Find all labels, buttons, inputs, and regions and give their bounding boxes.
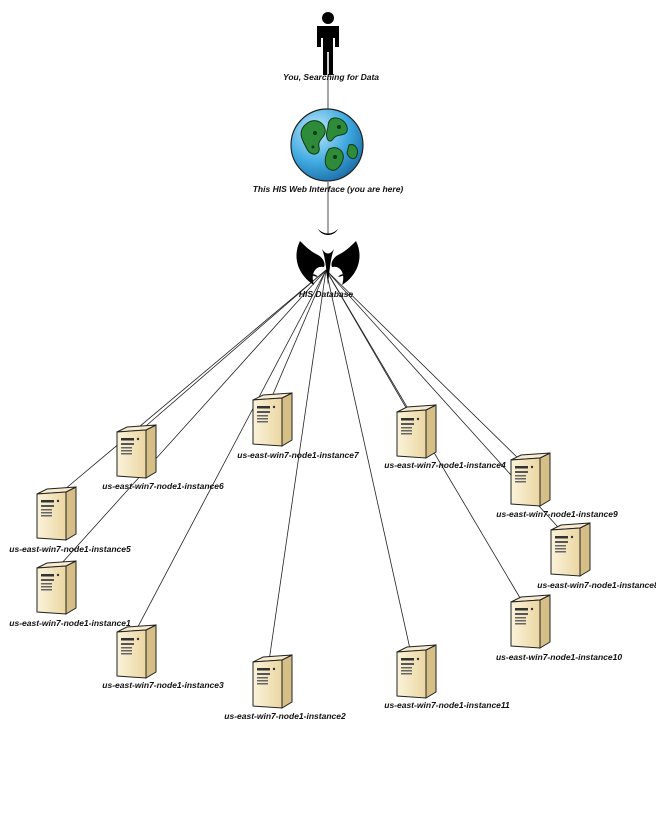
server-node-instance7[interactable]: us-east-win7-node1-instance7 <box>237 392 360 460</box>
server-icon <box>396 404 437 459</box>
server-node-instance9[interactable]: us-east-win7-node1-instance9 <box>496 452 618 519</box>
link-database-to-instance7 <box>267 269 327 407</box>
server-node-instance3[interactable]: us-east-win7-node1-instance3 <box>102 624 224 690</box>
server-node-instance1[interactable]: us-east-win7-node1-instance1 <box>9 560 131 628</box>
link-database-to-instance11 <box>325 269 413 659</box>
server-label: us-east-win7-node1-instance11 <box>384 700 510 710</box>
link-database-to-instance5 <box>51 269 327 501</box>
server-label: us-east-win7-node1-instance6 <box>102 481 224 491</box>
database-node[interactable]: HIS Database <box>296 229 360 299</box>
server-node-instance2[interactable]: us-east-win7-node1-instance2 <box>224 654 346 721</box>
server-icon <box>116 624 157 679</box>
server-icon <box>252 392 293 447</box>
person-icon <box>317 12 339 75</box>
link-database-to-instance2 <box>267 269 327 669</box>
server-label: us-east-win7-node1-instance3 <box>102 680 224 690</box>
link-database-to-instance6 <box>131 269 327 439</box>
server-icon <box>36 560 77 615</box>
server-node-instance6[interactable]: us-east-win7-node1-instance6 <box>102 424 224 491</box>
user-node[interactable]: You, Searching for Data <box>283 12 379 82</box>
server-node-instance11[interactable]: us-east-win7-node1-instance11 <box>384 644 510 710</box>
server-icon <box>116 424 157 479</box>
server-label: us-east-win7-node1-instance4 <box>384 460 506 470</box>
server-node-instance5[interactable]: us-east-win7-node1-instance5 <box>9 486 131 554</box>
server-label: us-east-win7-node1-instance5 <box>9 544 131 554</box>
server-node-instance10[interactable]: us-east-win7-node1-instance10 <box>496 594 622 662</box>
link-database-to-instance3 <box>131 269 327 639</box>
database-label: HIS Database <box>299 289 354 299</box>
server-icon <box>252 654 293 709</box>
server-label: us-east-win7-node1-instance10 <box>496 652 622 662</box>
link-database-to-instance9 <box>325 269 527 467</box>
web-interface-node[interactable]: This HIS Web Interface (you are here) <box>253 108 404 194</box>
server-label: us-east-win7-node1-instance2 <box>224 711 346 721</box>
web-interface-label: This HIS Web Interface (you are here) <box>253 184 404 194</box>
server-node-instance8[interactable]: us-east-win7-node1-instance8 <box>537 522 656 590</box>
server-label: us-east-win7-node1-instance8 <box>537 580 656 590</box>
server-icon <box>510 594 551 649</box>
globe-icon <box>290 108 364 182</box>
server-icon <box>510 452 551 507</box>
server-nodes: us-east-win7-node1-instance1 us-east-win7… <box>9 392 656 721</box>
server-icon <box>36 486 77 541</box>
database-logo-icon <box>296 229 360 285</box>
server-icon <box>550 522 591 577</box>
server-label: us-east-win7-node1-instance1 <box>9 618 131 628</box>
server-icon <box>396 644 437 699</box>
server-label: us-east-win7-node1-instance9 <box>496 509 618 519</box>
link-database-to-instance1 <box>51 269 327 575</box>
user-label: You, Searching for Data <box>283 72 379 82</box>
server-node-instance4[interactable]: us-east-win7-node1-instance4 <box>384 404 506 470</box>
server-label: us-east-win7-node1-instance7 <box>237 450 360 460</box>
